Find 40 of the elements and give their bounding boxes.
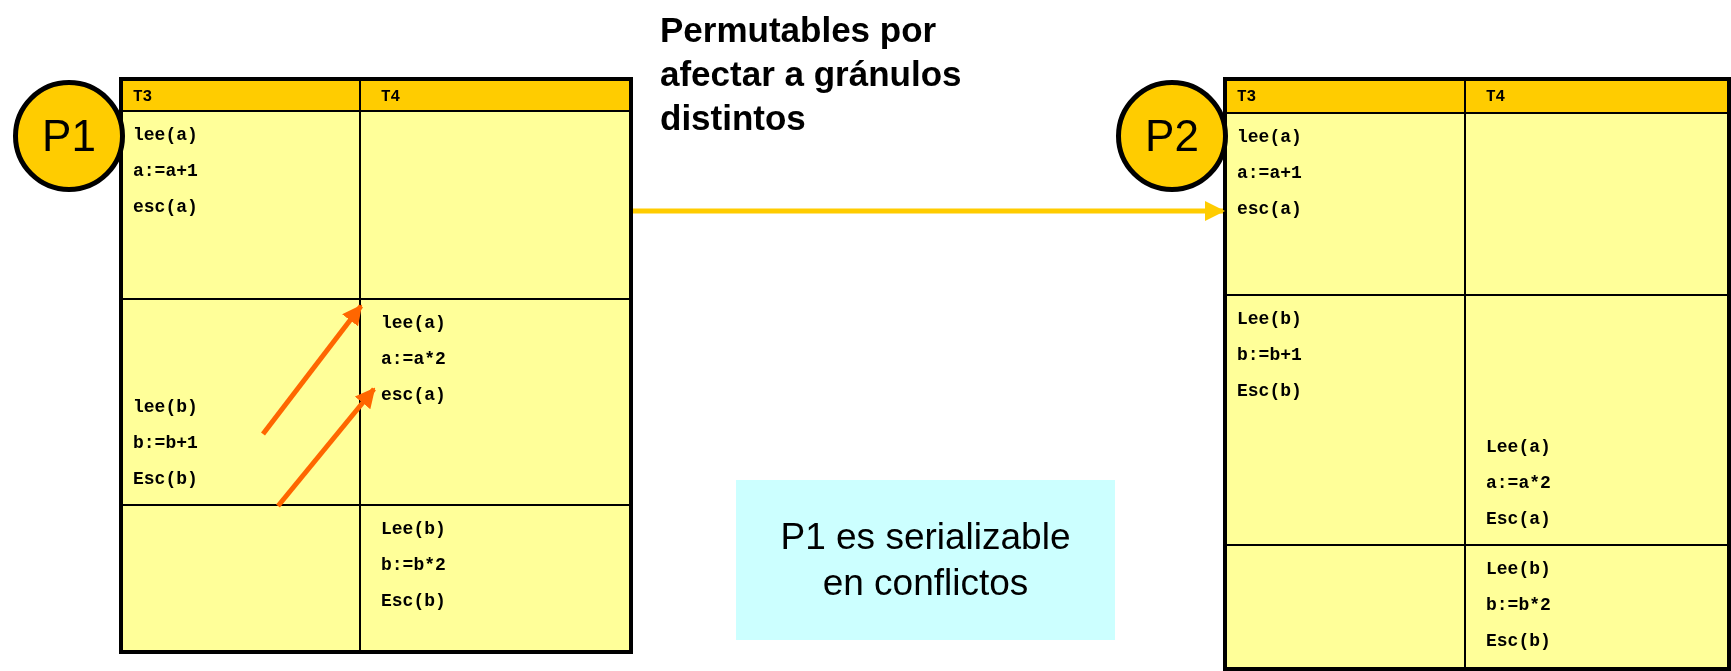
code-line: b:=b*2 [1486,594,1551,616]
table-cell [123,300,361,506]
code-line: a:=a+1 [1237,162,1302,184]
code-line: esc(a) [1237,198,1302,220]
arrow [276,387,376,508]
schedule-badge: P2 [1116,80,1228,192]
code-line: Esc(b) [381,590,446,612]
code-line: Esc(b) [1486,630,1551,652]
code-line: a:=a*2 [1486,472,1551,494]
code-line: Esc(b) [1237,380,1302,402]
code-line: b:=b*2 [381,554,446,576]
table-cell [123,112,361,300]
code-line: Lee(b) [381,518,446,540]
code-line: Lee(b) [1486,558,1551,580]
note-box: P1 es serializable en conflictos [736,480,1115,640]
column-header: T4 [1466,81,1727,114]
code-line: lee(b) [133,396,198,418]
schedule-table [1223,77,1731,671]
code-line: b:=b+1 [133,432,198,454]
code-line: a:=a*2 [381,348,446,370]
code-line: lee(a) [133,124,198,146]
code-line: Lee(a) [1486,436,1551,458]
code-line: esc(a) [133,196,198,218]
code-line: Esc(a) [1486,508,1551,530]
column-header: T3 [123,81,361,112]
code-line: Lee(b) [1237,308,1302,330]
code-line: b:=b+1 [1237,344,1302,366]
code-line: lee(a) [381,312,446,334]
code-line: lee(a) [1237,126,1302,148]
column-header: T4 [361,81,629,112]
table-cell [1227,296,1466,546]
arrow [633,201,1225,221]
schedule-badge: P1 [13,80,125,192]
table-cell [1227,114,1466,296]
arrow [261,304,363,436]
column-header: T3 [1227,81,1466,114]
code-line: esc(a) [381,384,446,406]
code-line: a:=a+1 [133,160,198,182]
schedule-table [119,77,633,654]
code-line: Esc(b) [133,468,198,490]
